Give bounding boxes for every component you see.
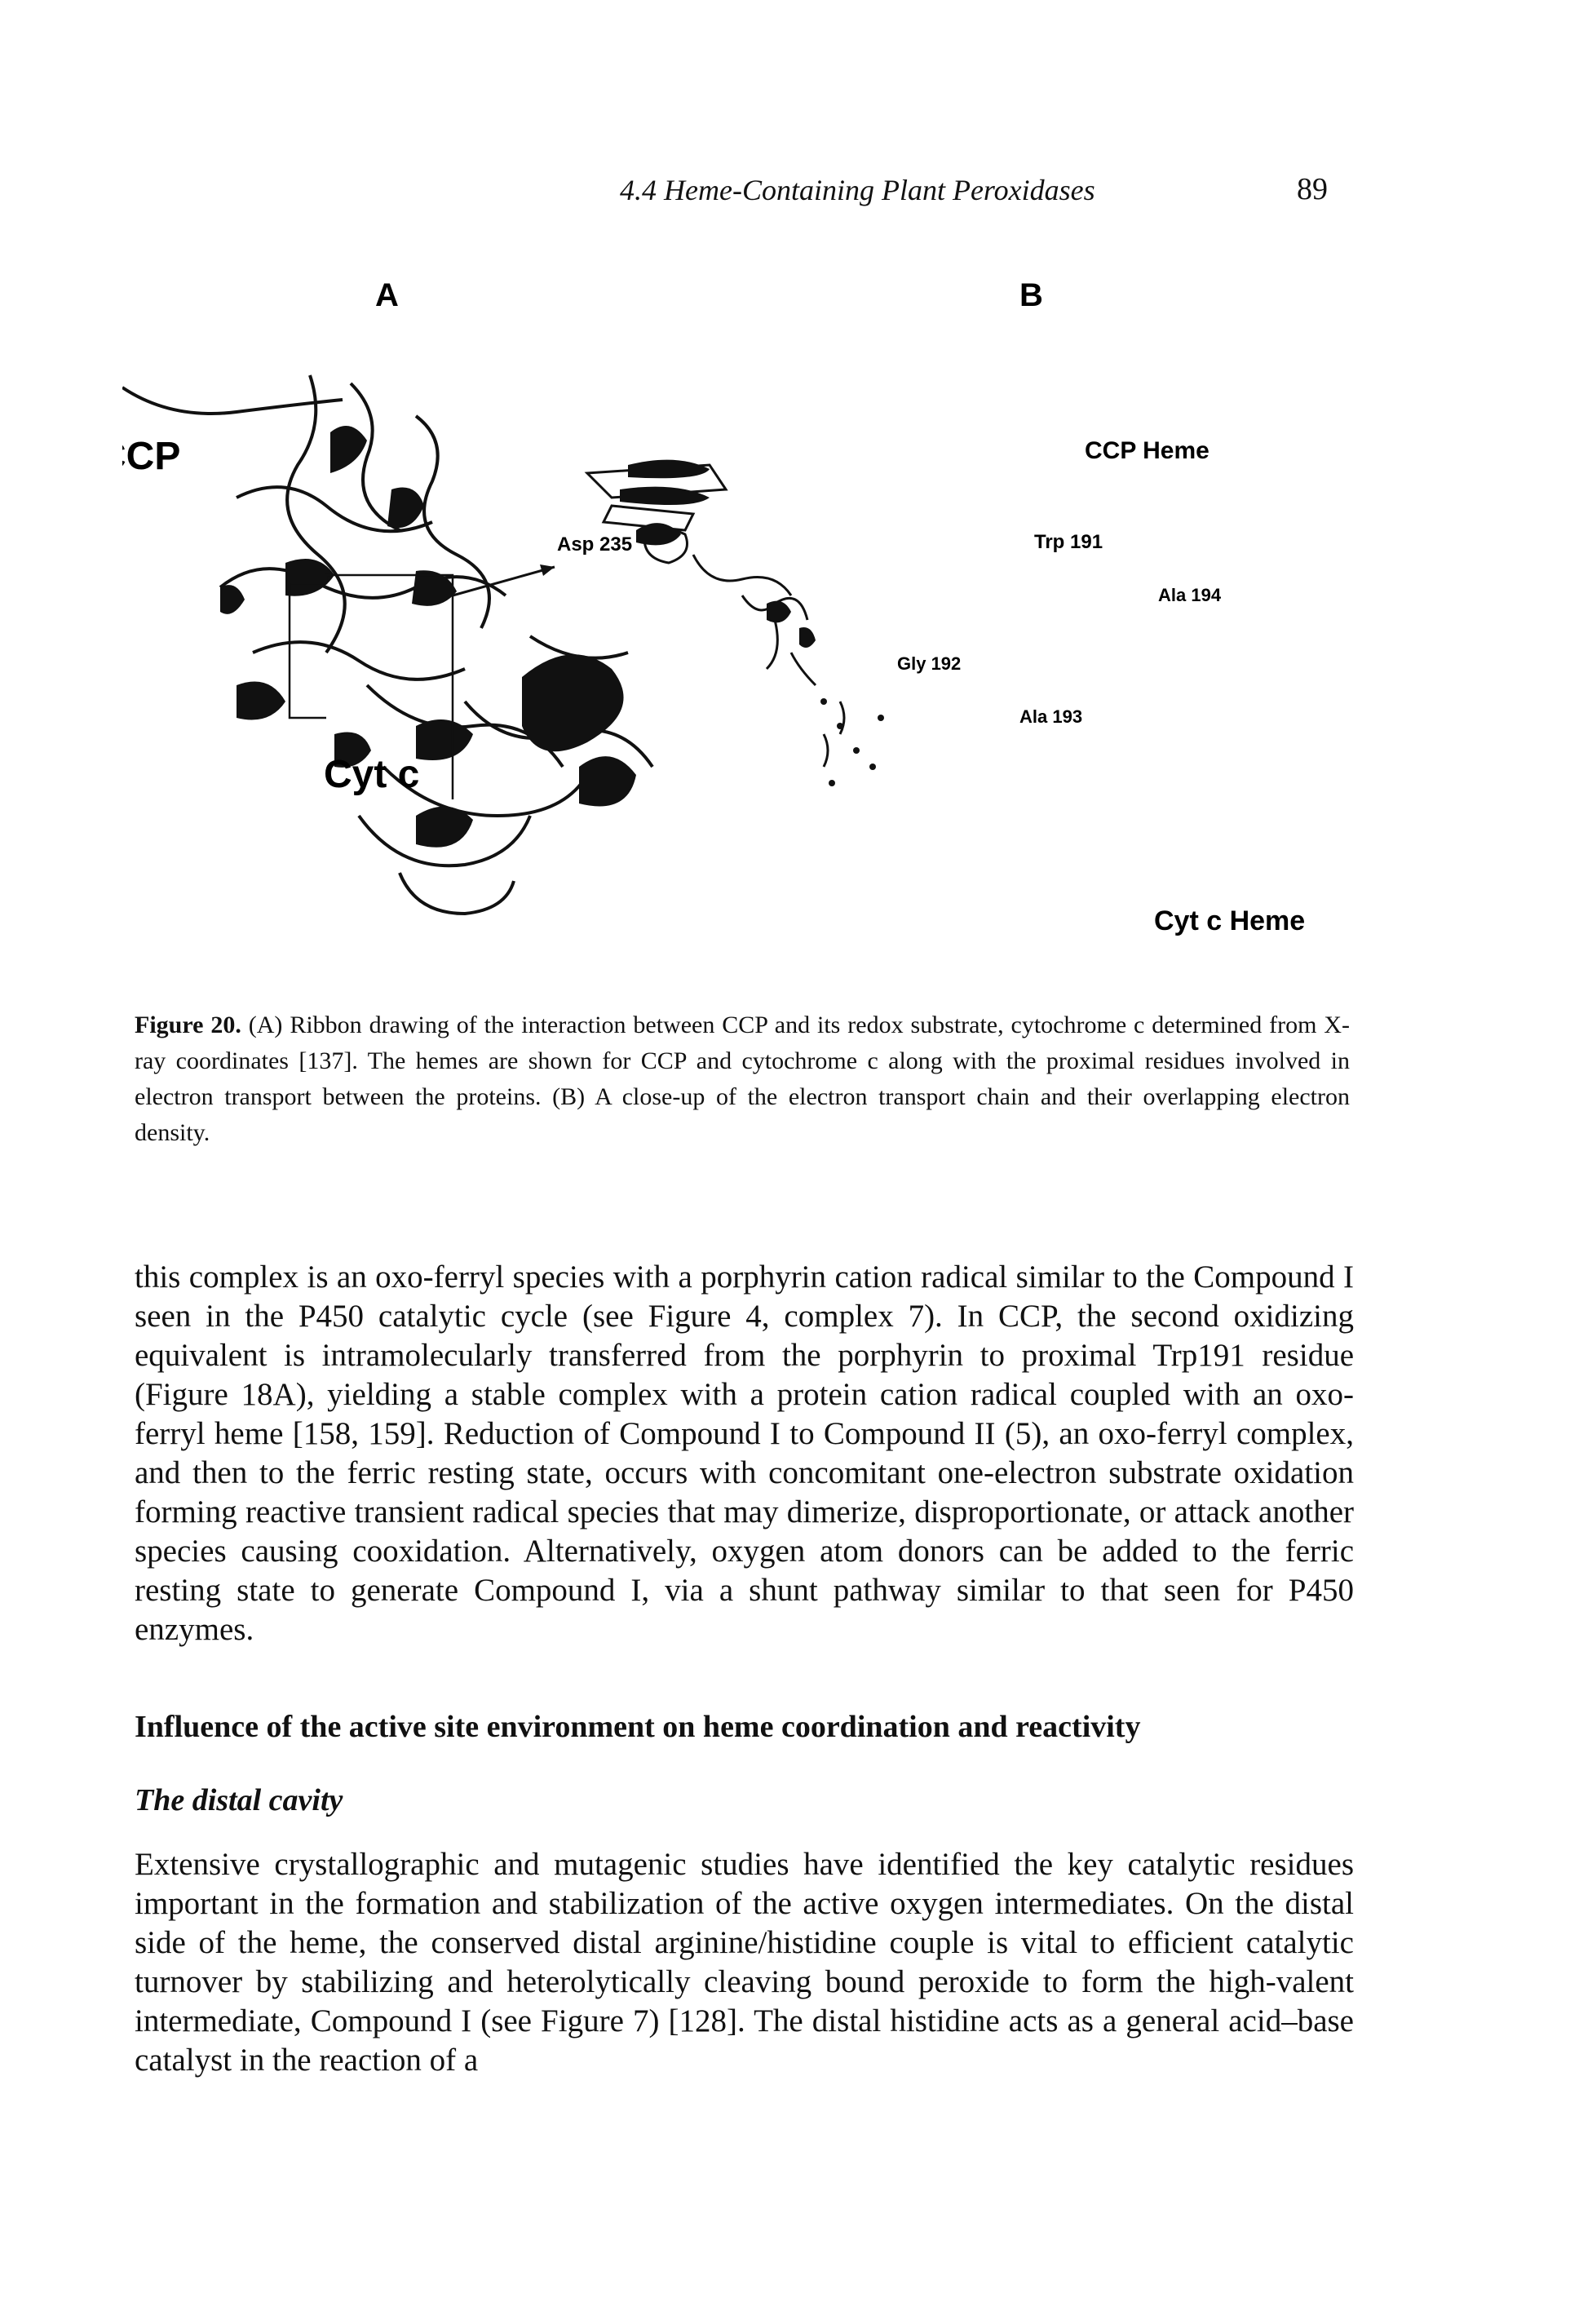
panel-a-label: A (375, 277, 399, 313)
figure-20: A B (122, 245, 1362, 1020)
zoom-arrow (452, 565, 555, 597)
ribbon-helices (220, 426, 636, 848)
section-heading: Influence of the active site environment… (135, 1710, 1141, 1744)
body-paragraph-1: this complex is an oxo-ferryl species wi… (135, 1259, 1354, 1647)
ala194-label: Ala 194 (1158, 585, 1222, 605)
panel-b-label: B (1019, 277, 1043, 313)
ccp-heme-label: CCP Heme (1085, 437, 1209, 464)
heme-density (620, 459, 884, 786)
subsection-heading: The distal cavity (135, 1783, 343, 1817)
ccp-label: CCP (122, 435, 180, 478)
running-head: 4.4 Heme-Containing Plant Peroxidases (620, 174, 1095, 206)
electron-transport-chain (584, 463, 846, 768)
figure-illustration: A B (122, 277, 1305, 936)
asp235-label: Asp 235 (557, 533, 632, 556)
page-number: 89 (1297, 172, 1328, 206)
caption-label: Figure 20. (135, 1011, 241, 1038)
figure-caption: Figure 20. (A) Ribbon drawing of the int… (135, 1007, 1350, 1151)
body-paragraph-2: Extensive crystallographic and mutagenic… (135, 1847, 1354, 2078)
ala193-label: Ala 193 (1019, 706, 1082, 727)
cyt-c-heme-label: Cyt c Heme (1154, 905, 1305, 936)
gly192-label: Gly 192 (897, 653, 961, 674)
cyt-c-label: Cyt c (324, 753, 419, 796)
highlight-box (290, 573, 454, 799)
trp191-label: Trp 191 (1034, 531, 1103, 553)
ribbon-drawing-ccp-cytc (122, 374, 654, 916)
caption-text: (A) Ribbon drawing of the interaction be… (135, 1011, 1350, 1146)
